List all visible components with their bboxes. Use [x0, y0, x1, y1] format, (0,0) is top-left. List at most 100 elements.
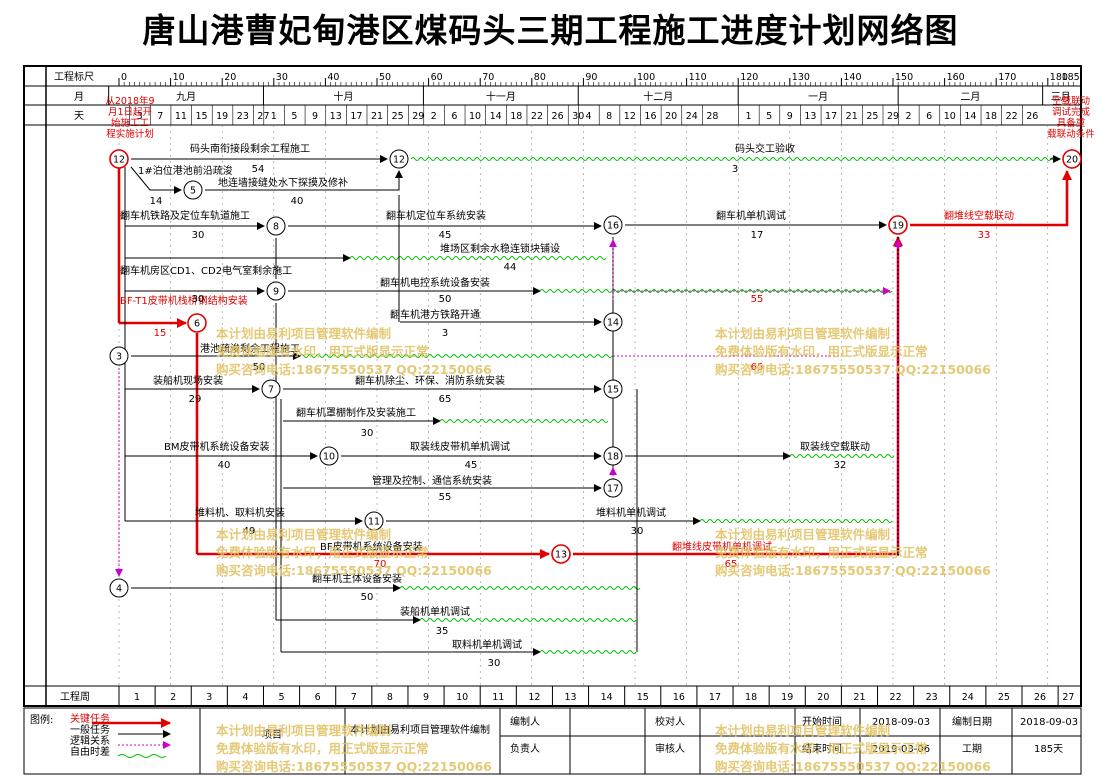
- node: 5: [183, 180, 203, 200]
- node: 3: [109, 346, 129, 366]
- task-label: BF-T1皮带机栈桥钢结构安装: [120, 294, 248, 307]
- day-cell: 16: [644, 111, 656, 122]
- node: 11: [364, 511, 384, 531]
- task-duration: 3: [442, 328, 448, 339]
- scale-tick: 150: [895, 72, 913, 83]
- day-cell: 10: [469, 111, 481, 122]
- month-cell: 九月: [176, 91, 196, 103]
- node-number: 13: [555, 550, 567, 561]
- week-cell: 4: [242, 692, 248, 703]
- task-label: 地连墙接缝处水下探摸及修补: [218, 176, 348, 189]
- week-cell: 23: [926, 692, 938, 703]
- watermark-4: 本计划由易利项目管理软件编制免费体验版有水印，用正式版显示正常购买咨询电话:18…: [715, 527, 991, 578]
- task-duration: 17: [751, 230, 764, 241]
- owner-label: 负责人: [510, 742, 540, 755]
- watermark-1: 本计划由易利项目管理软件编制免费体验版有水印，用正式版显示正常购买咨询电话:18…: [216, 326, 492, 377]
- week-cell: 7: [351, 692, 357, 703]
- task-label: 翻车机主体设备安装: [312, 572, 402, 585]
- node-number: 16: [607, 221, 619, 232]
- month-label: 月: [74, 91, 84, 103]
- task-label: 码头交工验收: [735, 142, 795, 155]
- day-cell: 25: [392, 111, 404, 122]
- day-cell: 26: [552, 111, 564, 122]
- task-duration: 30: [361, 428, 374, 439]
- day-cell: 7: [157, 111, 163, 122]
- task-label: 堆料机单机调试: [596, 506, 666, 519]
- task-duration: 49: [243, 526, 256, 537]
- task-duration: 30: [192, 294, 205, 305]
- node-circle: [603, 446, 623, 466]
- day-cell: 28: [706, 111, 718, 122]
- day-cell: 13: [804, 111, 816, 122]
- week-cell: 1: [134, 692, 140, 703]
- node-number: 7: [268, 385, 274, 396]
- scale-tick: 10: [173, 72, 185, 83]
- critical-task: [573, 236, 903, 556]
- node: 15: [603, 379, 623, 399]
- float-wave: [399, 586, 641, 590]
- week-cell: 24: [962, 692, 974, 703]
- task-label: 装船机现场安装: [153, 374, 223, 387]
- node-number: 11: [368, 517, 380, 528]
- day-cell: 10: [944, 111, 956, 122]
- task-label: 堆料机、取料机安装: [195, 506, 285, 519]
- day-cell: 5: [766, 111, 772, 122]
- task-duration: 40: [291, 196, 304, 207]
- duration-value: 185天: [1034, 744, 1063, 755]
- float-wave: [410, 157, 1060, 161]
- task-label: 翻车机单机调试: [716, 209, 786, 222]
- node: 7: [261, 379, 281, 399]
- node-circle: [266, 216, 286, 236]
- day-cell: 1: [271, 111, 277, 122]
- day-cell: 4: [586, 111, 592, 122]
- task-label: 翻车机电控系统设备安装: [380, 276, 490, 289]
- page-title: 唐山港曹妃甸港区煤码头三期工程施工进度计划网络图: [142, 11, 959, 50]
- node-number: 14: [607, 318, 619, 329]
- day-cell: 9: [312, 111, 318, 122]
- node: 9: [266, 281, 286, 301]
- task-label: 取料机单机调试: [452, 638, 522, 651]
- task-duration: 65: [751, 362, 764, 373]
- day-cell: 29: [412, 111, 424, 122]
- day-cell: 5: [291, 111, 297, 122]
- task-duration: 40: [218, 460, 231, 471]
- week-cell: 26: [1034, 692, 1046, 703]
- node: 13: [551, 544, 571, 564]
- task-duration: 50: [439, 294, 452, 305]
- watermark-2: 本计划由易利项目管理软件编制免费体验版有水印，用正式版显示正常购买咨询电话:18…: [715, 326, 991, 377]
- day-cell: 12: [624, 111, 636, 122]
- float-wave: [539, 289, 893, 293]
- scale-tick: 180: [1050, 72, 1068, 83]
- day-cell: 11: [175, 111, 187, 122]
- task-label: 码头南衔接段剩余工程施工: [190, 142, 310, 155]
- node-number: 10: [323, 452, 335, 463]
- week-cell: 22: [890, 692, 902, 703]
- day-cell: 26: [1026, 111, 1038, 122]
- week-cell: 9: [423, 692, 429, 703]
- project-label: 项目: [262, 729, 282, 741]
- float-wave: [349, 256, 607, 260]
- end-value: 2019-03-06: [872, 744, 930, 755]
- week-cell: 25: [998, 692, 1010, 703]
- node-circle: [603, 379, 623, 399]
- task-label: 翻车机港方铁路开通: [390, 308, 480, 321]
- task-label: 管理及控制、通信系统安装: [372, 474, 492, 487]
- auditor-label: 审核人: [655, 742, 685, 755]
- node-circle: [888, 215, 908, 235]
- node-number: 20: [1066, 155, 1078, 166]
- day-cell: 9: [787, 111, 793, 122]
- task-duration: 15: [154, 328, 167, 339]
- task-arrow: [205, 170, 403, 191]
- day-cell: 30: [572, 111, 584, 122]
- task-duration: 29: [189, 394, 202, 405]
- task-duration: 30: [488, 658, 501, 669]
- week-label: 工程周: [60, 691, 90, 703]
- node: 8: [266, 216, 286, 236]
- month-cell: 二月: [960, 91, 980, 103]
- duration-label: 工期: [962, 743, 982, 755]
- week-cell: 11: [492, 692, 504, 703]
- node: 4: [109, 578, 129, 598]
- scale-tick: 100: [637, 72, 655, 83]
- week-cell: 3: [206, 692, 212, 703]
